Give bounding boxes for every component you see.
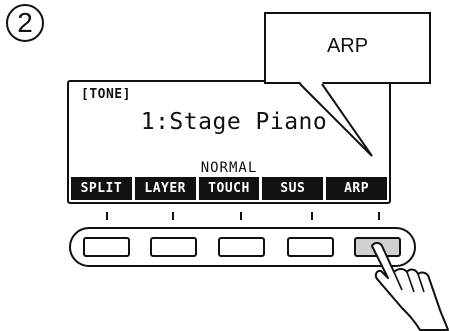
pointing-hand-icon <box>362 240 450 331</box>
